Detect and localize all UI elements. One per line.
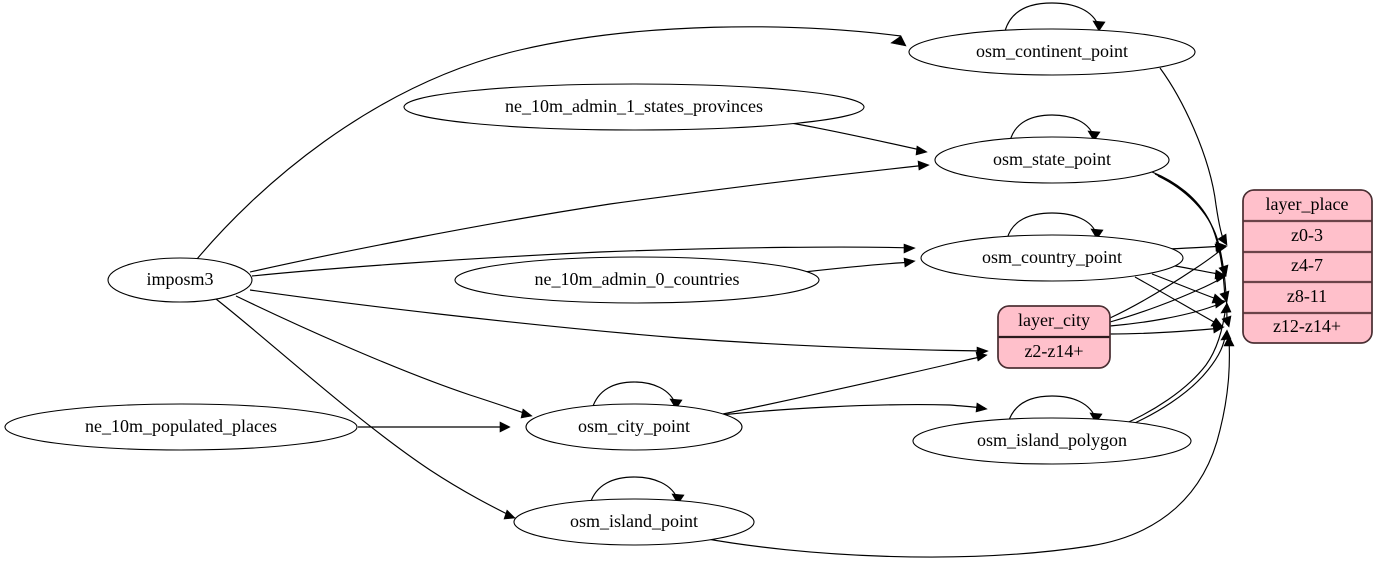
edge-imposm3-to-osm_state_point [249,160,930,273]
record-row-layer_city-z2-z14plus[interactable]: z2-z14+ [1024,341,1083,361]
node-ne_10m_populated_places[interactable]: ne_10m_populated_places [4,403,358,451]
node-imposm3[interactable]: imposm3 [107,257,253,303]
edge-osm_city_point-to-layer_city [722,351,988,415]
edge-osm_island_polygon-to-layer_place-z12-z14 [1125,329,1232,428]
edge-osm_continent_point-to-layer_place-z0-3 [1159,67,1228,246]
edge-ne_states-to-osm_state_point [790,122,928,156]
node-label-ne_10m_populated_places: ne_10m_populated_places [85,416,277,436]
edge-ne_countries-to-osm_country_point [803,257,916,273]
edge-osm_island_polygon-to-layer_place-z8-11 [1121,302,1232,426]
node-label-ne_10m_admin_0_countries: ne_10m_admin_0_countries [535,269,740,289]
node-osm_continent_point[interactable]: osm_continent_point [908,28,1196,76]
node-label-osm_city_point: osm_city_point [578,416,690,436]
node-osm_island_polygon[interactable]: osm_island_polygon [912,417,1192,465]
record-node-layer_city[interactable]: layer_city z2-z14+ [997,305,1111,369]
edge-imposm3-to-osm_country_point [251,243,916,277]
edge-osm_state_point-to-layer_place-z8-11 [1154,173,1230,303]
node-layer: imposm3 ne_10m_admin_1_states_provinces … [4,28,1373,546]
node-ne_10m_admin_0_countries[interactable]: ne_10m_admin_0_countries [454,256,820,304]
edge-imposm3-to-osm_city_point [235,295,533,419]
node-label-imposm3: imposm3 [146,269,213,289]
record-header-layer_place: layer_place [1266,194,1349,214]
edge-imposm3-to-osm_continent_point [196,26,907,260]
record-row-layer_place-z4-7[interactable]: z4-7 [1291,255,1323,275]
record-node-layer_place[interactable]: layer_place z0-3 z4-7 z8-11 z12-z14+ [1242,189,1373,344]
node-label-ne_10m_admin_1_states_provinces: ne_10m_admin_1_states_provinces [505,96,763,116]
edge-layer [196,2,1235,558]
edge-osm_island_point-to-layer_place-z12-z14 [701,335,1235,558]
record-header-layer_city: layer_city [1018,310,1090,330]
edge-self-loop-osm_country_point [1006,212,1104,240]
node-osm_city_point[interactable]: osm_city_point [525,403,743,451]
edge-self-loop-osm_continent_point [1004,2,1106,32]
edge-layer_city-to-layer_place-z0-3 [1109,243,1227,319]
record-row-layer_place-z0-3[interactable]: z0-3 [1291,225,1323,245]
record-row-layer_place-z8-11[interactable]: z8-11 [1287,286,1327,306]
edge-osm_country_point-to-layer_place-z8-11 [1151,273,1225,304]
edge-layer_city-to-layer_place-z12-z14 [1109,323,1225,335]
edge-self-loop-osm_island_point [589,476,685,505]
edge-layer_city-to-layer_place-z8-11 [1109,298,1227,327]
node-label-osm_state_point: osm_state_point [993,149,1111,169]
edge-self-loop-osm_state_point [1009,114,1101,142]
node-osm_island_point[interactable]: osm_island_point [513,498,755,546]
edge-self-loop-osm_city_point [591,381,683,410]
node-label-osm_island_point: osm_island_point [570,511,698,531]
edge-layer_city-to-layer_place-z4-7 [1109,272,1227,323]
edge-self-loop-osm_island_polygon [1007,395,1103,424]
edge-ne_populated-to-osm_city_point [358,421,511,433]
edge-osm_city_point-to-osm_island_polygon [719,402,988,416]
node-label-osm_island_polygon: osm_island_polygon [977,430,1127,450]
node-label-osm_country_point: osm_country_point [982,247,1122,267]
node-osm_state_point[interactable]: osm_state_point [934,136,1170,184]
record-row-layer_place-z12-z14plus[interactable]: z12-z14+ [1273,316,1341,336]
node-ne_10m_admin_1_states_provinces[interactable]: ne_10m_admin_1_states_provinces [403,83,865,131]
edge-imposm3-to-osm_island_point [215,298,516,520]
node-osm_country_point[interactable]: osm_country_point [920,234,1184,282]
node-label-osm_continent_point: osm_continent_point [976,41,1128,61]
